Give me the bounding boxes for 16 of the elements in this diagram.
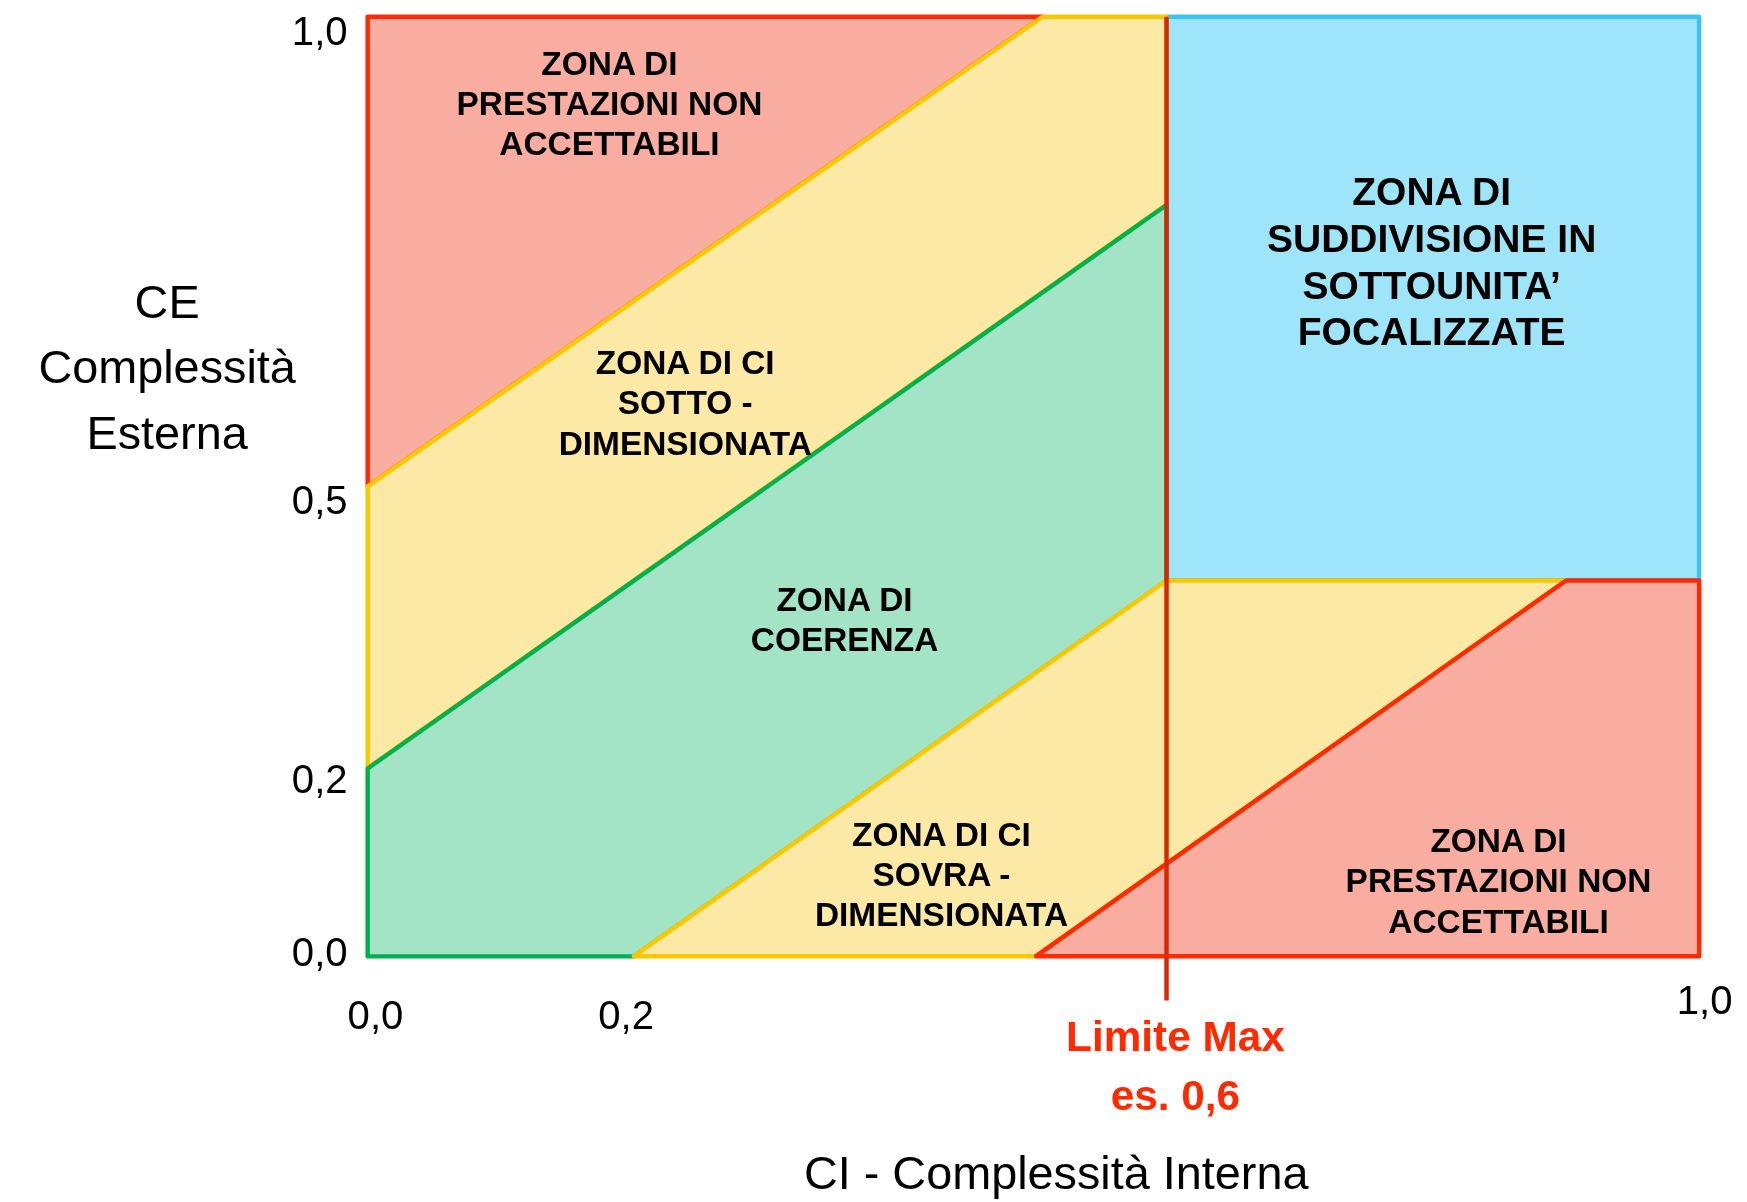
axis-title: CI - Complessità Interna (802, 1144, 1310, 1201)
axis-tick-label: 0,2 (597, 991, 656, 1041)
limit-label: Limite Max es. 0,6 (1065, 1011, 1286, 1121)
axis-tick-label: 1,0 (1675, 976, 1734, 1025)
zone-label: ZONA DI PRESTAZIONI NON ACCETTABILI (1344, 821, 1653, 942)
axis-tick-label: 1,0 (290, 6, 348, 56)
zone-label: ZONA DI CI SOTTO - DIMENSIONATA (557, 343, 813, 464)
zone-label: ZONA DI CI SOVRA - DIMENSIONATA (813, 814, 1070, 935)
zone-label: ZONA DI SUDDIVISIONE IN SOTTOUNITA’ FOCALIZZATE (1266, 168, 1598, 356)
axis-tick-label: 0,0 (346, 991, 405, 1041)
axis-tick-label: 0,5 (290, 475, 348, 525)
zone-label: ZONA DI PRESTAZIONI NON ACCETTABILI (455, 43, 764, 164)
axis-tick-label: 0,0 (290, 928, 348, 977)
zone-label: ZONA DI COERENZA (749, 579, 940, 660)
axis-tick-label: 0,2 (290, 755, 348, 805)
axis-title: CE Complessità Esterna (37, 274, 297, 461)
